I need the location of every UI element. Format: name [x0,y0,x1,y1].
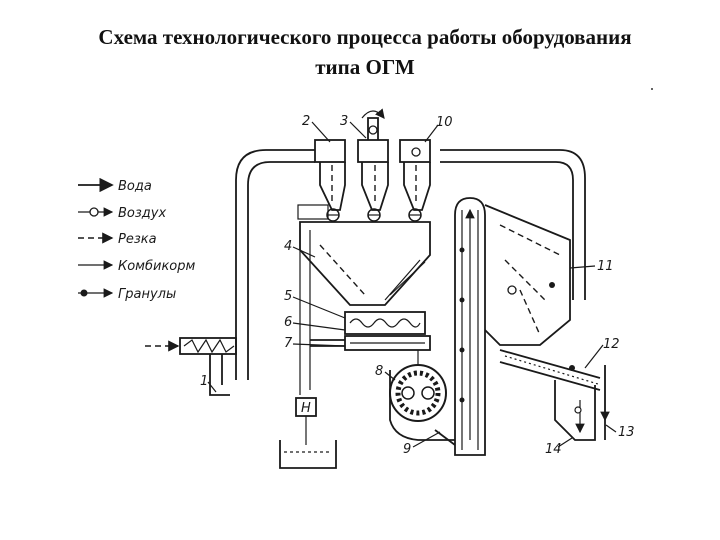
legend-item-water: Вода [78,177,152,194]
callout-10: 10 [436,115,453,130]
callout-9: 9 [403,442,411,457]
callout-8: 8 [375,364,383,379]
legend-item-granules: Гранулы [78,287,176,302]
callout-6: 6 [284,315,292,330]
callout-5: 5 [284,289,292,304]
callouts: 1 2 3 4 5 6 7 8 9 10 11 12 13 14 [200,114,635,457]
cooler [484,204,571,346]
callout-12: 12 [603,337,620,352]
callout-1: 1 [200,374,208,389]
water-tank [279,440,337,469]
legend-label-cutting: Резка [118,232,157,247]
heater-label: Н [301,401,311,416]
legend-item-cutting: Резка [78,232,157,247]
sifter [499,349,610,441]
pellet-press [389,350,455,441]
slide-title: Схема технологического процесса работы о… [40,22,690,82]
legend-label-feed: Комбикорм [118,259,196,274]
callout-3: 3 [340,114,348,129]
cyclones [314,108,431,222]
callout-4: 4 [284,239,292,254]
callout-11: 11 [597,259,614,274]
callout-7: 7 [284,336,293,351]
drain-pipe [209,354,230,396]
callout-14: 14 [545,442,562,457]
screw-feeder [179,337,237,355]
legend: Вода Воздух Резка Комбикорм Гранулы [78,177,196,302]
callout-13: 13 [618,425,635,440]
title-line-2: типа ОГМ [315,55,415,79]
return-pipe-right [440,149,586,300]
legend-item-air: Воздух [78,206,166,221]
conditioner [344,335,431,351]
return-pipe-left [235,149,315,380]
bucket-elevator [434,197,486,456]
hopper [299,221,431,306]
mixer [344,311,426,335]
title-line-1: Схема технологического процесса работы о… [98,25,632,49]
legend-label-granules: Гранулы [118,287,176,302]
legend-item-feed: Комбикорм [78,259,196,274]
legend-label-water: Вода [118,179,152,194]
callout-2: 2 [302,114,310,129]
legend-label-air: Воздух [118,206,166,221]
